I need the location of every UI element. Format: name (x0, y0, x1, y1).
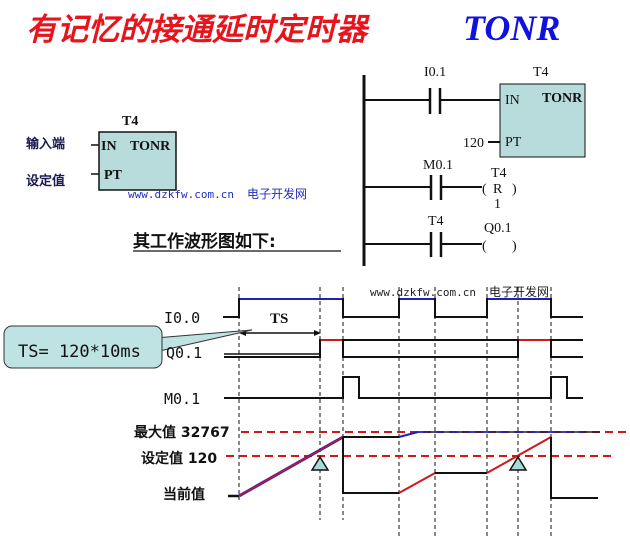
output-coil-name: Q0.1 (484, 221, 512, 236)
current-value-label: 当前值 (163, 486, 205, 503)
preset-reached-marker (508, 455, 528, 471)
preset-reached-marker (310, 455, 330, 471)
contact-m01-label: M0.1 (423, 158, 453, 173)
contact-i01-label: I0.1 (424, 65, 446, 80)
ladder-in: IN (505, 93, 520, 108)
output-coil-open: ( (482, 239, 487, 254)
preset-value-label: 设定值 120 (141, 450, 217, 467)
watermark-site: 电子开发网 (247, 186, 307, 201)
watermark-site-2: 电子开发网 (489, 284, 549, 299)
subtitle: 其工作波形图如下: (133, 231, 276, 252)
title-en: TONR (463, 8, 560, 48)
signal-q01-label: Q0.1 (166, 344, 202, 362)
block-in: IN (101, 139, 117, 154)
callout-text: TS= 120*10ms (18, 342, 141, 362)
signal-i00-label: I0.0 (164, 309, 200, 327)
reset-coil-op: R (493, 182, 503, 197)
reset-coil-count: 1 (494, 197, 501, 212)
block-pt: PT (104, 168, 123, 183)
signal-m01-wave (224, 376, 583, 399)
signal-q01-wave (224, 339, 583, 358)
block-type: TONR (130, 139, 171, 154)
reset-coil-open: ( (482, 182, 487, 197)
ladder-type: TONR (542, 91, 583, 106)
timer-block (98, 131, 177, 191)
output-coil-close: ) (512, 239, 517, 254)
input-label: 输入端 (26, 136, 65, 152)
ts-label: TS (270, 311, 288, 327)
max-value-label: 最大值 32767 (134, 424, 230, 441)
title-cn: 有记忆的接通延时定时器 (26, 12, 370, 48)
ladder-pt: PT (505, 135, 522, 150)
ladder-timer-name: T4 (533, 65, 549, 80)
ladder-preset: 120 (463, 136, 484, 151)
contact-t4-label: T4 (428, 214, 444, 229)
ladder-timer-block (499, 83, 586, 158)
preset-label: 设定值 (26, 173, 65, 189)
reset-coil-close: ) (512, 182, 517, 197)
reset-coil-name: T4 (491, 166, 507, 181)
current-value-ramp-red (398, 472, 436, 494)
watermark-url: www.dzkfw.com.cn (128, 188, 234, 201)
watermark-url-2: www.dzkfw.com.cn (370, 286, 476, 299)
callout-box (3, 325, 163, 369)
time-markers (238, 287, 552, 536)
signal-m01-label: M0.1 (164, 390, 200, 408)
block-name: T4 (122, 114, 138, 129)
